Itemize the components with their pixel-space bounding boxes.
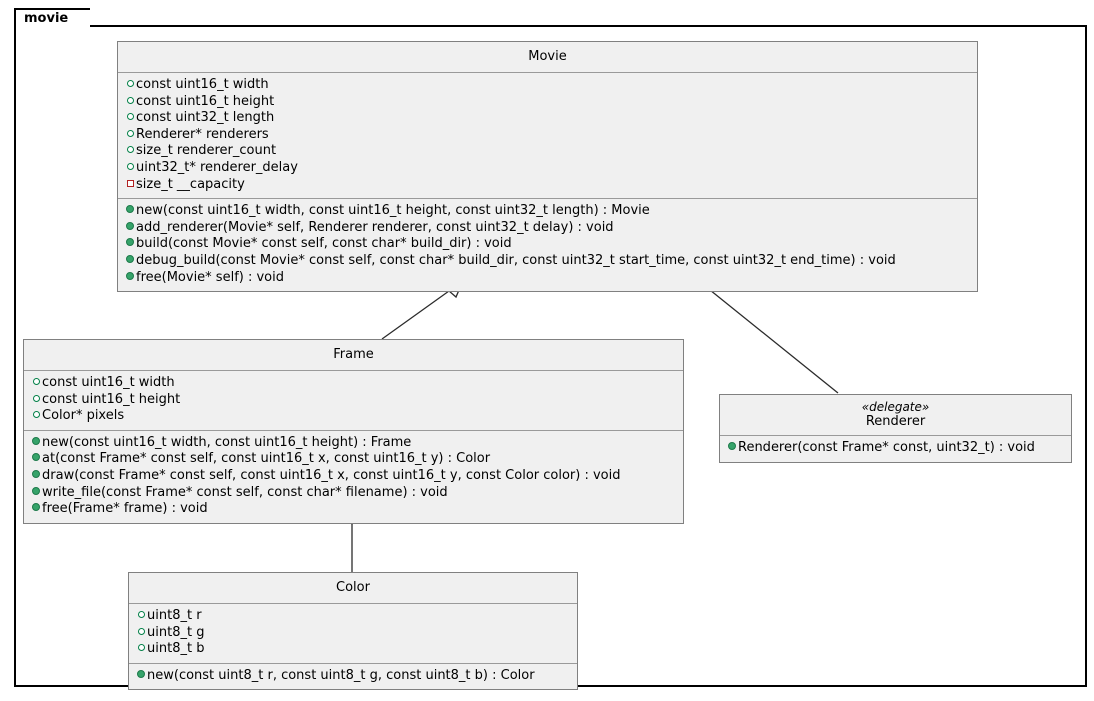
class-name-movie: Movie	[528, 49, 567, 64]
field-label: const uint16_t height	[136, 93, 275, 109]
field-label: uint32_t* renderer_delay	[136, 159, 298, 175]
method-row: new(const uint16_t width, const uint16_t…	[124, 203, 971, 220]
method-row: new(const uint8_t r, const uint8_t g, co…	[135, 668, 571, 685]
method-row: free(Movie* self) : void	[124, 270, 971, 287]
field-label: const uint16_t width	[136, 77, 269, 92]
visibility-public-method-icon	[30, 453, 42, 462]
visibility-public-method-icon	[124, 238, 136, 247]
method-label: new(const uint8_t r, const uint8_t g, co…	[147, 667, 535, 683]
class-box-renderer[interactable]: «delegate» Renderer Renderer(const Frame…	[719, 394, 1072, 463]
field-label: uint8_t g	[147, 624, 205, 640]
method-label: free(Frame* frame) : void	[42, 501, 208, 517]
class-title-renderer: «delegate» Renderer	[720, 395, 1071, 436]
method-row: draw(const Frame* const self, const uint…	[30, 468, 677, 485]
method-row: debug_build(const Movie* const self, con…	[124, 253, 971, 270]
class-box-movie[interactable]: Movie const uint16_t width const uint16_…	[117, 41, 978, 293]
visibility-public-method-icon	[124, 221, 136, 230]
field-row: Renderer* renderers	[124, 127, 971, 144]
method-row: new(const uint16_t width, const uint16_t…	[30, 435, 677, 452]
class-title-movie: Movie	[118, 42, 977, 73]
method-row: write_file(const Frame* const self, cons…	[30, 485, 677, 502]
field-row: size_t __capacity	[124, 177, 971, 194]
visibility-public-method-icon	[726, 442, 738, 450]
visibility-public-icon	[124, 113, 136, 121]
field-label: const uint16_t height	[42, 391, 181, 407]
class-name-color: Color	[336, 580, 370, 595]
visibility-public-method-icon	[30, 436, 42, 445]
visibility-public-icon	[135, 644, 147, 652]
class-title-frame: Frame	[24, 340, 683, 371]
method-label: new(const uint16_t width, const uint16_t…	[136, 203, 650, 219]
visibility-public-method-icon	[135, 669, 147, 678]
class-box-color[interactable]: Color uint8_t r uint8_t g uint8_t b new(…	[128, 572, 578, 691]
visibility-public-method-icon	[124, 254, 136, 263]
field-label: const uint32_t length	[136, 110, 275, 126]
class-title-color: Color	[129, 573, 577, 604]
method-row: free(Frame* frame) : void	[30, 501, 677, 518]
field-label: size_t __capacity	[136, 176, 245, 192]
method-label: Renderer(const Frame* const, uint32_t) :…	[738, 440, 1035, 455]
field-row: const uint16_t height	[124, 94, 971, 111]
visibility-public-icon	[135, 611, 147, 618]
method-label: free(Movie* self) : void	[136, 269, 284, 285]
visibility-public-icon	[30, 378, 42, 385]
class-name-frame: Frame	[333, 347, 374, 362]
class-stereotype-renderer: «delegate»	[861, 400, 930, 414]
method-label: new(const uint16_t width, const uint16_t…	[42, 434, 412, 450]
visibility-public-icon	[124, 129, 136, 137]
method-label: debug_build(const Movie* const self, con…	[136, 252, 896, 268]
visibility-public-method-icon	[124, 205, 136, 214]
field-label: const uint16_t width	[42, 375, 175, 390]
method-row: add_renderer(Movie* self, Renderer rende…	[124, 220, 971, 237]
field-row: const uint32_t length	[124, 110, 971, 127]
method-label: draw(const Frame* const self, const uint…	[42, 467, 621, 483]
field-row: const uint16_t height	[30, 392, 677, 409]
visibility-private-icon	[124, 179, 136, 187]
visibility-public-icon	[124, 96, 136, 104]
package-name-label: movie	[24, 10, 69, 26]
field-label: uint8_t b	[147, 641, 205, 657]
field-row: Color* pixels	[30, 408, 677, 425]
methods-section-renderer: Renderer(const Frame* const, uint32_t) :…	[720, 436, 1071, 462]
field-row: uint8_t b	[135, 641, 571, 658]
field-label: Renderer* renderers	[136, 126, 269, 142]
field-label: Color* pixels	[42, 408, 125, 424]
field-row: const uint16_t width	[124, 77, 971, 94]
class-name-renderer: Renderer	[865, 414, 926, 429]
method-row: build(const Movie* const self, const cha…	[124, 236, 971, 253]
method-label: add_renderer(Movie* self, Renderer rende…	[136, 219, 614, 235]
methods-section-movie: new(const uint16_t width, const uint16_t…	[118, 198, 977, 291]
field-row: uint8_t r	[135, 608, 571, 625]
field-label: uint8_t r	[147, 608, 202, 623]
fields-section-color: uint8_t r uint8_t g uint8_t b	[129, 604, 577, 663]
method-label: build(const Movie* const self, const cha…	[136, 236, 512, 252]
fields-section-movie: const uint16_t width const uint16_t heig…	[118, 73, 977, 198]
visibility-public-icon	[124, 162, 136, 170]
visibility-public-icon	[30, 411, 42, 419]
fields-section-frame: const uint16_t width const uint16_t heig…	[24, 371, 683, 430]
methods-section-frame: new(const uint16_t width, const uint16_t…	[24, 429, 683, 523]
field-row: uint32_t* renderer_delay	[124, 160, 971, 177]
methods-section-color: new(const uint8_t r, const uint8_t g, co…	[129, 662, 577, 690]
method-label: at(const Frame* const self, const uint16…	[42, 451, 491, 467]
method-row: at(const Frame* const self, const uint16…	[30, 451, 677, 468]
field-row: const uint16_t width	[30, 375, 677, 392]
field-row: uint8_t g	[135, 625, 571, 642]
visibility-public-method-icon	[30, 486, 42, 495]
visibility-public-icon	[135, 627, 147, 635]
field-label: size_t renderer_count	[136, 143, 277, 159]
method-row: Renderer(const Frame* const, uint32_t) :…	[726, 440, 1065, 457]
field-row: size_t renderer_count	[124, 143, 971, 160]
package-tab: movie	[14, 8, 91, 27]
visibility-public-icon	[30, 394, 42, 402]
visibility-public-method-icon	[30, 469, 42, 478]
class-box-frame[interactable]: Frame const uint16_t width const uint16_…	[23, 339, 684, 524]
method-label: write_file(const Frame* const self, cons…	[42, 484, 448, 500]
visibility-public-method-icon	[124, 271, 136, 280]
visibility-public-icon	[124, 146, 136, 154]
visibility-public-icon	[124, 80, 136, 87]
visibility-public-method-icon	[30, 503, 42, 512]
